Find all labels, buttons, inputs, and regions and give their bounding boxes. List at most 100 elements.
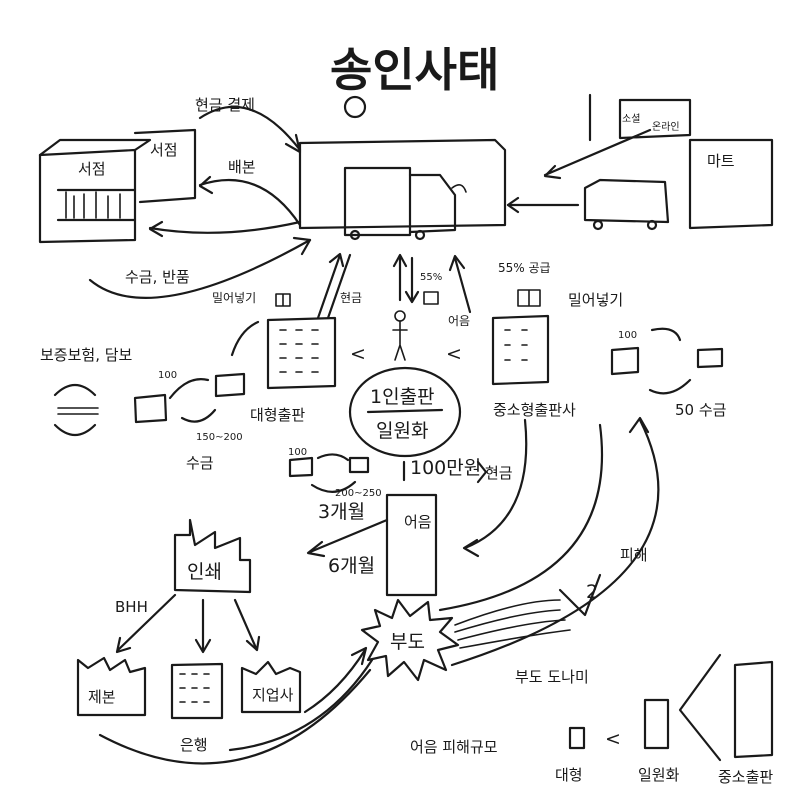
promissory-label: 어음 (448, 314, 470, 328)
distributor-to-large-arrow (326, 253, 352, 320)
person-icon (392, 310, 408, 361)
book-stack-right (610, 346, 640, 376)
pushing-in-arrow (230, 320, 260, 357)
social-label: 소셜 (622, 113, 640, 125)
bankruptcy-arrowhead (350, 646, 368, 666)
diagram-title: 송인사태 (330, 43, 499, 97)
mid-collection-arrow (310, 480, 357, 493)
pct-55-supply-label: 55% 공급 (498, 261, 551, 275)
book-icon (517, 289, 541, 307)
hundred-left-label: 100 (158, 370, 177, 381)
large-bar (568, 726, 586, 750)
book-icon (423, 291, 439, 305)
distributor (298, 138, 507, 241)
six-month-arrowhead (306, 540, 326, 558)
promissory-note (385, 493, 438, 597)
bookstore-left: 서점 (38, 138, 152, 244)
damage-to-small-pub-arrow (438, 423, 604, 612)
three-months-label: 3개월 (318, 501, 365, 523)
right-collection-arrow (648, 378, 692, 395)
damage-x (558, 573, 602, 617)
small-mid-bar (733, 660, 774, 759)
title-ornament (343, 95, 367, 119)
collection-right-label: 50 수금 (675, 401, 727, 419)
hundred-mid-label: 100 (288, 447, 307, 458)
binding-bankruptcy-arrow (98, 668, 372, 765)
guarantee-cycle-top (53, 383, 97, 397)
left-supply-arrow (168, 378, 210, 400)
damage-scale-label: 어음 피해규모 (410, 738, 498, 756)
mart: 마트 (688, 138, 774, 230)
binding-factory: 제본 (76, 656, 147, 717)
money-icon (348, 456, 370, 474)
bankruptcy-burst (360, 598, 460, 682)
collection-return-arrow (88, 238, 312, 299)
small-mid-label: 중소출판 (718, 768, 773, 786)
delivery-truck (583, 178, 670, 231)
bookstore-right-label: 서점 (150, 141, 178, 159)
cash-right-label: 현금 (485, 464, 513, 482)
guarantee-cycle-bottom (53, 423, 97, 437)
unified-label: 일원화 (638, 766, 680, 784)
mid-supply-arrow (316, 453, 350, 462)
bank-arrowhead (194, 638, 212, 654)
delivery-arrow (198, 178, 302, 227)
hundred-right-label: 100 (618, 330, 637, 341)
printing-factory: 인쇄 (173, 518, 252, 594)
binding-label: 제본 (88, 688, 116, 706)
paper-company: 지업사 (240, 660, 302, 714)
delivery-arrowhead (198, 175, 214, 195)
small-pub-note-arrowhead (462, 538, 480, 558)
pct-55-label: 55% (420, 272, 442, 283)
online-label: 온라인 (652, 121, 680, 133)
large-label: 대형 (555, 766, 583, 784)
pushing-in-left-label: 밀어넣기 (212, 291, 256, 305)
money-icon (696, 347, 724, 369)
unified-bar (643, 698, 670, 750)
right-supply-arrow (650, 327, 682, 342)
bankruptcy-chain-label: 부도 도나미 (515, 668, 589, 686)
paper-arrowhead (245, 635, 261, 652)
collection-return-arrowhead (292, 236, 312, 256)
payment-delay-label: BHH (115, 598, 148, 616)
book-icon (275, 293, 291, 307)
one-person-publisher (348, 366, 462, 458)
printing-to-paper-arrow (233, 598, 258, 650)
online-to-distributor-arrow (543, 128, 652, 177)
less-than-left: < (350, 343, 366, 365)
collection-return-label: 수금, 반품 (125, 268, 190, 286)
mart-arrowhead (506, 196, 520, 214)
pushing-in-right-label: 밀어넣기 (568, 291, 623, 309)
cash-payment-arrowhead (284, 133, 302, 154)
chain-arrowhead (628, 416, 650, 434)
range-150-200-label: 150~200 (196, 432, 243, 443)
mart-label: 마트 (707, 152, 735, 170)
printing-label: 인쇄 (187, 561, 222, 583)
cash-payment-label: 현금 결제 (195, 96, 255, 114)
one-person-down-arrowhead (404, 290, 420, 304)
cash-right-brace (476, 460, 488, 484)
bookstore-ship-arrowhead (148, 220, 164, 238)
paper-label: 지업사 (252, 686, 294, 704)
cash-label: 현금 (340, 291, 362, 305)
book-stack-left (133, 393, 168, 424)
small-mid-publisher: 중소형출판사 (491, 314, 576, 419)
one-person-label: 1인출판 (370, 386, 435, 408)
range-200-250-label: 200~250 (335, 488, 382, 499)
six-months-label: 6개월 (328, 555, 375, 577)
online-arrowhead (543, 164, 562, 180)
bank-bankruptcy-arrow (228, 658, 374, 752)
collection-left-label: 수금 (186, 454, 214, 472)
large-publisher: 대형출판 (250, 316, 337, 424)
bank-building: 은행 (170, 662, 224, 754)
large-publisher-label: 대형출판 (250, 406, 305, 424)
large-arrowhead (328, 252, 345, 268)
book-stack-mid (288, 456, 314, 478)
less-than-right: < (446, 343, 462, 365)
large-to-distributor-arrow (316, 253, 342, 320)
one-person-up-arrowhead (392, 253, 408, 268)
guarantee-cycle-icon (57, 407, 99, 415)
less-than-scale-2 (678, 653, 722, 762)
